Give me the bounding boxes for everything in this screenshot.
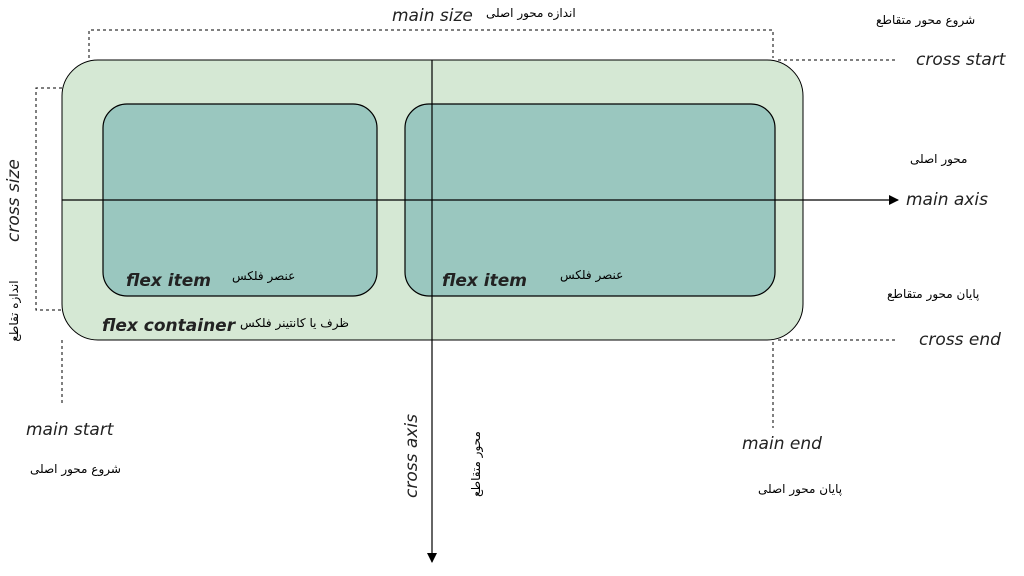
cross-start-fa-label: شروع محور متقاطع [876, 13, 976, 27]
cross-size-bracket [35, 87, 62, 311]
flex-container-fa-label: ظرف یا کانتینر فلکس [240, 316, 349, 330]
main-end-fa-label: پایان محور اصلی [758, 482, 843, 496]
cross-axis-fa-label: محور متقاطع [469, 431, 483, 497]
main-size-fa-label: اندازه محور اصلی [486, 6, 576, 20]
cross-end-fa-label: پایان محور متقاطع [887, 287, 980, 301]
cross-size-fa-label: اندازه تقاطع [7, 280, 21, 342]
cross-start-label: cross start [916, 50, 1006, 70]
cross-end-label: cross end [919, 330, 1001, 350]
cross-size-label: cross size [4, 159, 24, 242]
main-start-fa-label: شروع محور اصلی [30, 462, 121, 476]
main-axis-fa-label: محور اصلی [910, 152, 968, 166]
main-axis-label: main axis [906, 190, 988, 210]
main-size-label: main size [392, 6, 473, 26]
main-start-label: main start [26, 420, 114, 440]
cross-axis-label: cross axis [402, 414, 422, 498]
flex-item-fa-label-2: عنصر فلکس [560, 268, 624, 282]
flex-item-label-1: flex item [126, 271, 211, 291]
flex-item-label-2: flex item [442, 271, 527, 291]
main-size-bracket [88, 29, 774, 58]
flex-item-fa-label-1: عنصر فلکس [232, 269, 296, 283]
flex-container-label: flex container [102, 316, 236, 336]
main-end-label: main end [742, 434, 822, 454]
